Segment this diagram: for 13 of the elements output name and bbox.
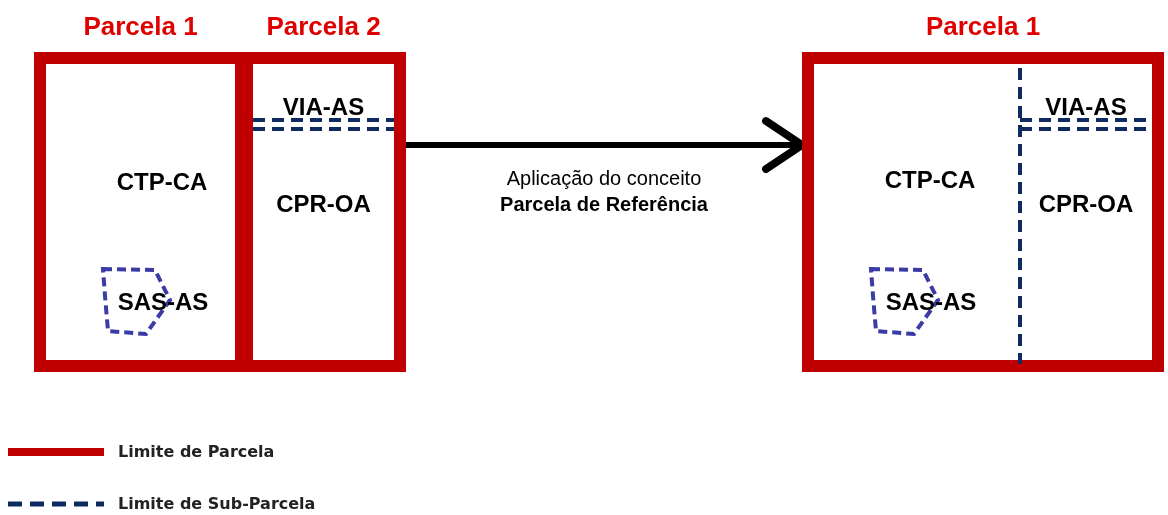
area-label: CPR-OA [253, 186, 394, 222]
area-label: CTP-CA [870, 162, 990, 198]
parcel-title: Parcela 2 [265, 10, 382, 43]
parcel-title: Parcela 1 [924, 10, 1042, 43]
area-label: CTP-CA [102, 164, 222, 200]
area-label: VIA-AS [1044, 92, 1128, 122]
area-label: VIA-AS [281, 92, 366, 122]
legend-label: Limite de Sub-Parcela [118, 494, 316, 513]
area-label: SAS-AS [116, 287, 210, 317]
area-label: SAS-AS [884, 287, 978, 317]
area-label: CPR-OA [1020, 186, 1152, 222]
legend-label: Limite de Parcela [118, 442, 275, 461]
parcel-title: Parcela 1 [82, 10, 199, 43]
